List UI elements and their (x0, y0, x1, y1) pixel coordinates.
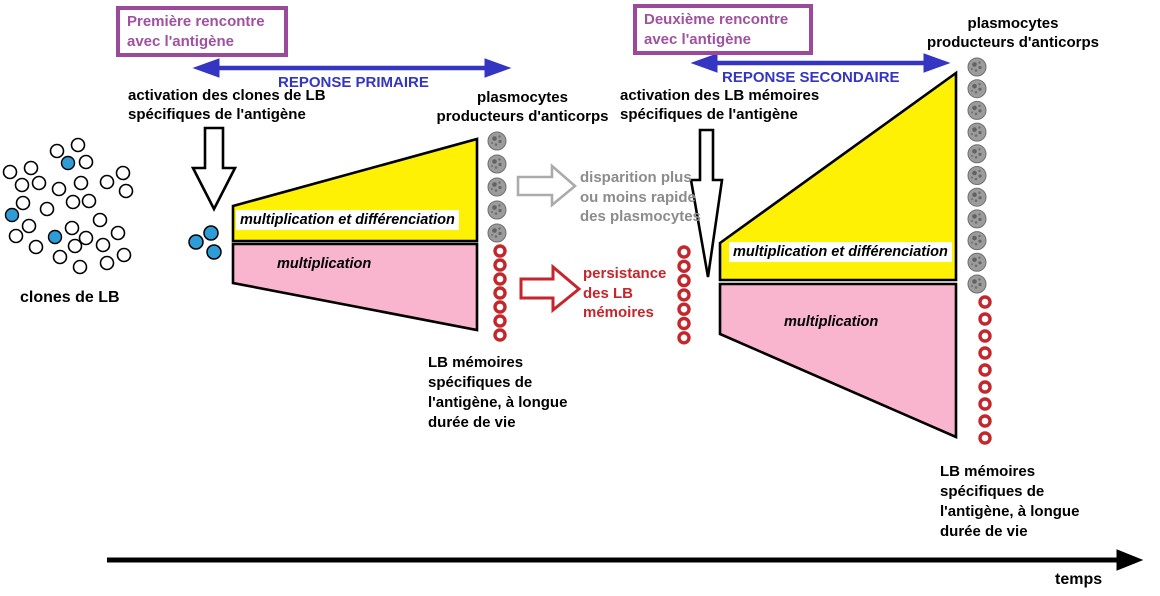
memory-label-primary: LB mémoires spécifiques de l'antigène, à… (428, 354, 568, 431)
second-encounter-box: Deuxième rencontre avec l'antigène (633, 4, 813, 55)
secondary-response-label: REPONSE SECONDAIRE (722, 69, 900, 86)
disparition-arrow-icon (516, 163, 578, 208)
clones-cluster (2, 137, 134, 275)
activation-arrow-secondary (689, 128, 724, 278)
activated-lb-cells (188, 225, 222, 260)
primary-wedge-bottom-label: multiplication (277, 256, 372, 272)
primary-wedge-pink (231, 242, 479, 332)
persistance-arrow-icon (519, 263, 582, 314)
time-axis-arrow (107, 549, 1144, 571)
clones-label: clones de LB (20, 289, 120, 306)
secondary-wedge-top-label: multiplication et différenciation (729, 242, 952, 263)
secondary-wedge-yellow (718, 70, 958, 282)
memory-label-secondary: LB mémoires spécifiques de l'antigène, à… (940, 463, 1080, 540)
first-encounter-box: Première rencontre avec l'antigène (116, 6, 288, 57)
primary-response-label: REPONSE PRIMAIRE (278, 74, 429, 91)
persistance-label: persistance des LB mémoires (583, 265, 667, 321)
plasmocyte-column-primary (487, 131, 507, 243)
primary-response-arrow (192, 58, 512, 78)
memory-column-persisting (677, 245, 691, 345)
secondary-wedge-pink (718, 282, 958, 439)
plasmocytes-label-primary: plasmocytes producteurs d'anticorps (436, 89, 609, 126)
disparition-label: disparition plus ou moins rapide des pla… (580, 169, 701, 225)
specific-lb-cells (4, 155, 76, 245)
time-label: temps (1055, 571, 1103, 588)
plasmocytes-label-secondary: plasmocytes producteurs d'anticorps (927, 15, 1099, 52)
primary-wedge-top-label: multiplication et différenciation (236, 210, 459, 231)
activation-label-secondary: activation des LB mémoires spécifiques d… (620, 87, 820, 124)
secondary-wedge-bottom-label: multiplication (784, 314, 879, 330)
plasmocyte-column-secondary (967, 57, 987, 294)
memory-column-primary (493, 244, 507, 342)
activation-arrow-primary (190, 126, 238, 212)
activation-label-primary: activation des clones de LB spécifiques … (128, 87, 326, 124)
memory-column-secondary (978, 295, 992, 445)
secondary-response-arrow (690, 53, 951, 73)
